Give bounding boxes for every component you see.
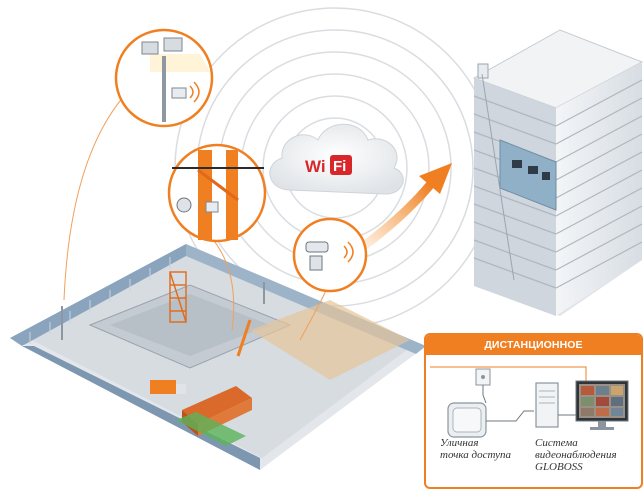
rooftop-antenna	[477, 63, 489, 79]
panel-diagram	[430, 366, 629, 438]
wifi-cloud: Wi Fi	[269, 123, 404, 195]
office-building	[472, 29, 644, 316]
site-cabins	[176, 386, 252, 446]
crane	[236, 319, 252, 357]
callout-crane-camera	[167, 143, 267, 243]
monitor-icon	[575, 380, 629, 430]
truck	[150, 380, 186, 394]
wifi-logo-box	[330, 155, 352, 175]
transmission-arrow	[360, 163, 452, 250]
system-caption: Система видеонаблюдения GLOBOSS	[535, 437, 617, 473]
panel-title: ДИСТАНЦИОННОЕ ВИДЕОНАБЛЮДЕНИЕ	[426, 335, 641, 371]
access-point-device	[447, 368, 534, 438]
dome-camera-icon	[176, 197, 192, 213]
bullet-camera-icon	[305, 241, 329, 253]
callout-floodlight-camera	[114, 28, 214, 128]
wifi-logo-text-boxed: Fi	[333, 158, 346, 175]
wifi-module-icon	[171, 87, 187, 99]
callout-bullet-camera	[292, 217, 368, 293]
scaffolding-tower	[169, 271, 187, 323]
wifi-logo-text: Wi	[305, 157, 326, 176]
server-tower-icon	[535, 382, 576, 428]
access-point-caption: Уличная точка доступа	[440, 437, 512, 461]
building-cable	[481, 73, 515, 281]
site-lamp-posts	[61, 282, 265, 340]
remote-surveillance-panel: ДИСТАНЦИОННОЕ ВИДЕОНАБЛЮДЕНИЕ	[424, 333, 643, 489]
construction-site	[10, 244, 426, 470]
control-room-window	[499, 139, 557, 211]
